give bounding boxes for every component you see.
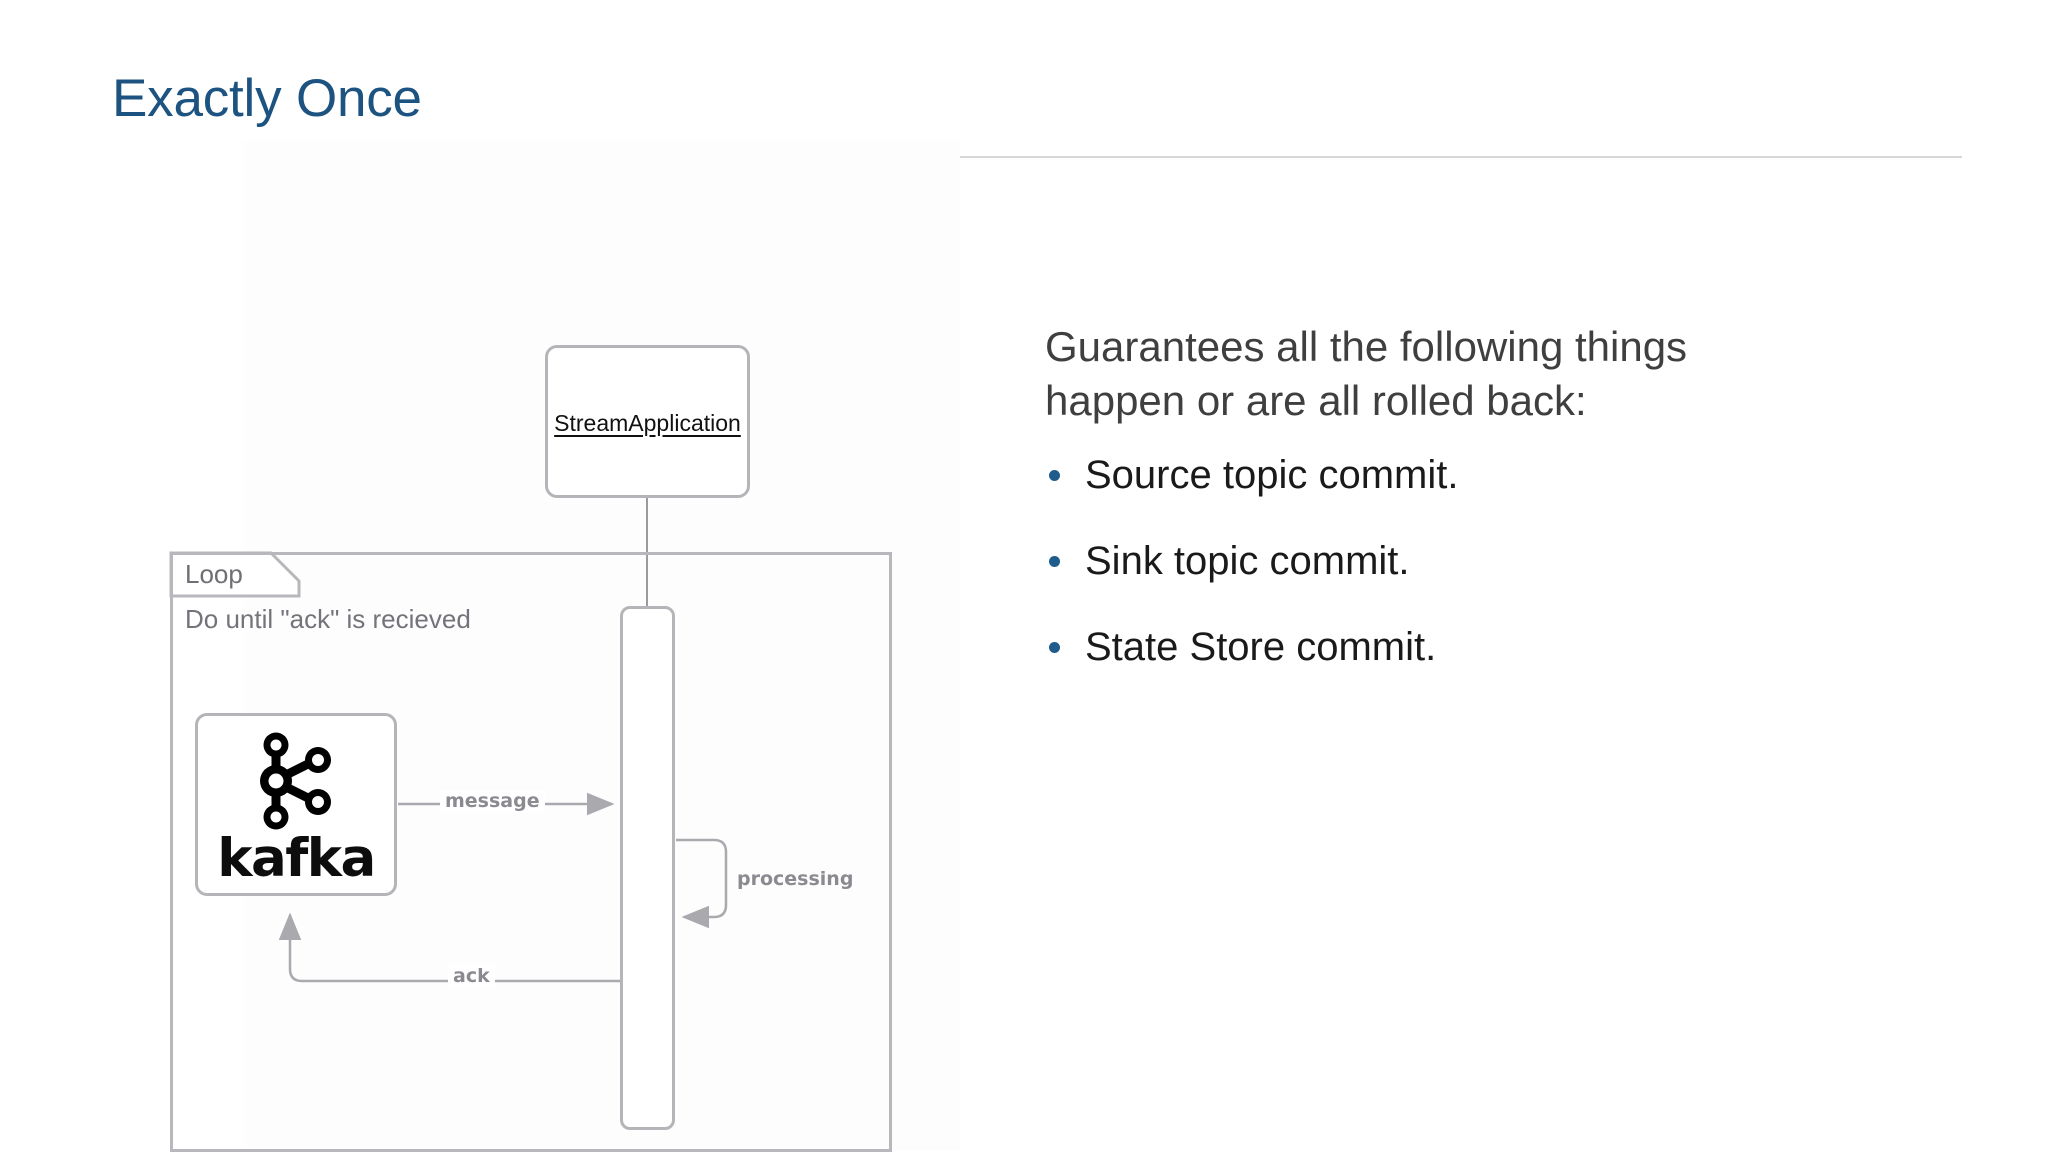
title-divider <box>112 156 1962 158</box>
bullet-dot-icon <box>1049 641 1060 653</box>
message-arrow-label: message <box>440 790 545 812</box>
sequence-diagram: StreamApplication Loop Do until "ack" is… <box>0 140 960 1152</box>
ack-arrow <box>278 912 620 983</box>
loop-tab-label: Loop <box>185 559 243 589</box>
kafka-participant-box[interactable] <box>195 713 397 896</box>
list-item: State Store commit. <box>1045 624 1905 670</box>
title-block: Exactly Once <box>112 69 1962 160</box>
loop-frame <box>170 552 892 1152</box>
stream-application-label: StreamApplication <box>554 410 741 436</box>
ack-arrow-label: ack <box>448 965 495 987</box>
list-item-label: Sink topic commit. <box>1085 538 1410 583</box>
page-title: Exactly Once <box>112 69 422 128</box>
kafka-wordmark: kafka <box>217 828 376 889</box>
content-column: Guarantees all the following things happ… <box>1045 320 1905 710</box>
processing-arrow-label: processing <box>737 868 854 890</box>
list-item: Source topic commit. <box>1045 452 1905 498</box>
kafka-logo-icon <box>260 732 331 830</box>
bullet-dot-icon <box>1049 555 1060 567</box>
list-item-label: Source topic commit. <box>1085 452 1459 497</box>
diagram-vector-layer <box>169 551 728 983</box>
loop-condition-text: Do until "ack" is recieved <box>185 604 471 634</box>
bullet-list: Source topic commit. Sink topic commit. … <box>1045 452 1905 670</box>
processing-self-loop-arrow <box>676 838 728 929</box>
bullet-dot-icon <box>1049 469 1060 481</box>
activation-bar[interactable] <box>620 606 675 1130</box>
intro-paragraph: Guarantees all the following things happ… <box>1045 323 1688 424</box>
list-item: Sink topic commit. <box>1045 538 1905 584</box>
list-item-label: State Store commit. <box>1085 624 1437 669</box>
stream-application-box[interactable] <box>545 345 750 498</box>
